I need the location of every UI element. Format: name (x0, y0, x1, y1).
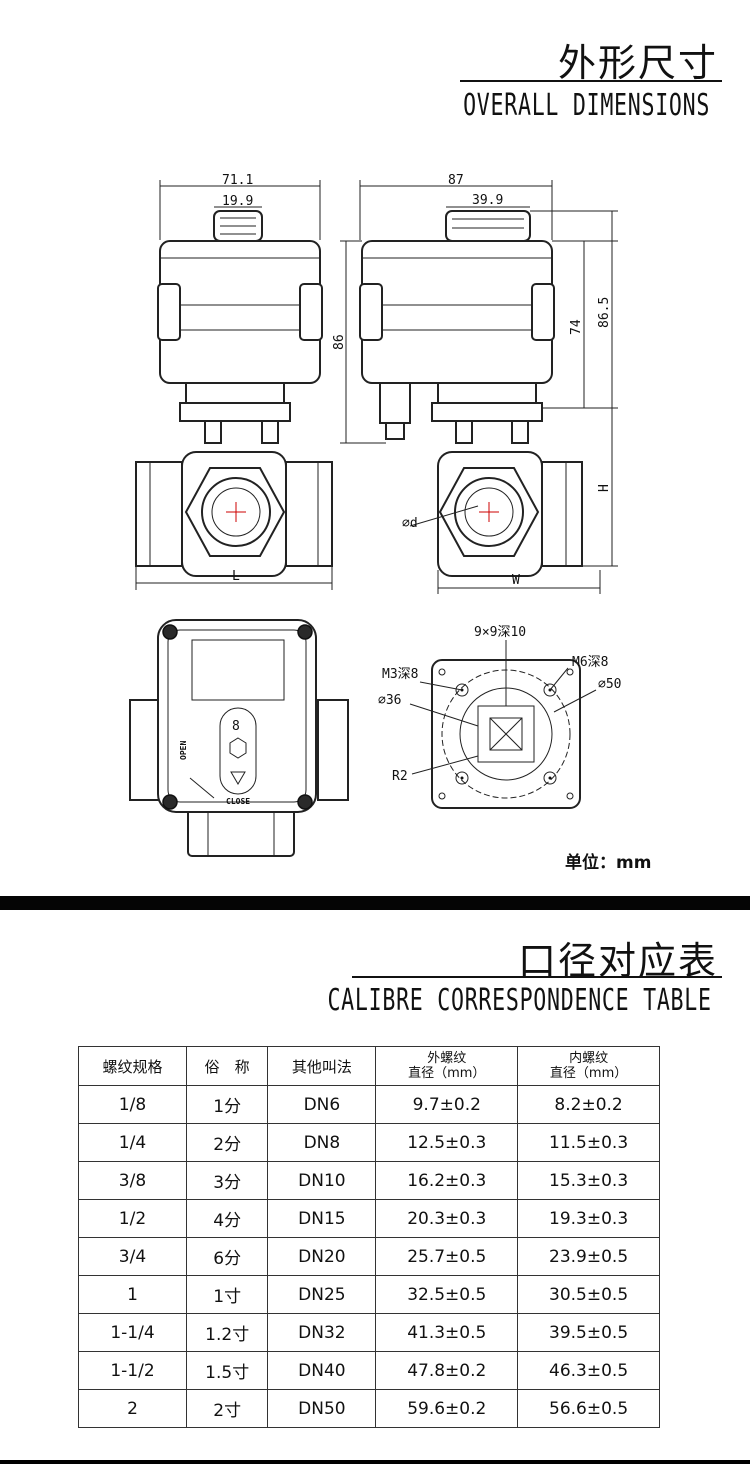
cell-external: 59.6±0.2 (375, 1389, 519, 1428)
header-thread-spec: 螺纹规格 (78, 1046, 187, 1086)
cell-common: 1分 (185, 1085, 269, 1124)
cell-external: 32.5±0.5 (375, 1275, 519, 1314)
cell-external: 9.7±0.2 (375, 1085, 519, 1124)
title-rule (460, 80, 722, 82)
header-external-diameter: 直径（mm） (408, 1066, 486, 1081)
dim-phi36: ⌀36 (378, 693, 401, 708)
unit-label: 单位：mm (565, 853, 652, 873)
header-external-thread-label: 外螺纹 (427, 1051, 467, 1066)
header-internal-diameter: 直径（mm） (549, 1066, 628, 1081)
calibre-title-cn: 口径对应表 (517, 939, 718, 983)
top-view: 8 OPEN CLOSE (129, 619, 349, 857)
cell-dn: DN50 (267, 1389, 377, 1428)
cell-common: 6分 (185, 1237, 269, 1276)
header-other-name: 其他叫法 (267, 1046, 377, 1086)
calibre-title-en: CALIBRE CORRESPONDENCE TABLE (327, 983, 712, 1018)
cell-common: 2寸 (185, 1389, 269, 1428)
cell-common: 1.5寸 (185, 1351, 269, 1390)
bottom-bar (0, 1460, 750, 1464)
cell-dn: DN15 (267, 1199, 377, 1238)
header-internal-thread: 内螺纹 直径（mm） (517, 1046, 660, 1086)
dim-side-stem: 39.9 (472, 193, 503, 208)
cell-internal: 39.5±0.5 (517, 1313, 660, 1352)
cell-thread: 3/4 (78, 1237, 187, 1276)
cell-dn: DN8 (267, 1123, 377, 1162)
header-internal-thread-label: 内螺纹 (569, 1051, 609, 1066)
flange-view: 9×9深10 M3深8 M6深8 ⌀36 ⌀50 R2 (378, 625, 621, 809)
table-header-row: 螺纹规格 俗 称 其他叫法 外螺纹 直径（mm） 内螺纹 直径（mm） (78, 1046, 660, 1086)
side-view: 87 39.9 ⌀d W (332, 173, 618, 594)
dimension-drawing: 71.1 19.9 L (129, 173, 621, 857)
cell-external: 12.5±0.3 (375, 1123, 519, 1162)
dim-74: 74 (569, 319, 584, 335)
dim-L: L (232, 569, 240, 584)
cell-external: 16.2±0.3 (375, 1161, 519, 1200)
cell-dn: DN25 (267, 1275, 377, 1314)
header-external-thread: 外螺纹 直径（mm） (375, 1046, 519, 1086)
overall-title-en: OVERALL DIMENSIONS (462, 88, 710, 123)
cell-dn: DN20 (267, 1237, 377, 1276)
cell-thread: 1/4 (78, 1123, 187, 1162)
cell-dn: DN32 (267, 1313, 377, 1352)
cell-common: 4分 (185, 1199, 269, 1238)
label-open: OPEN (179, 741, 188, 760)
cell-common: 1寸 (185, 1275, 269, 1314)
dim-side-width: 87 (448, 173, 464, 188)
dim-phi50: ⌀50 (598, 677, 621, 692)
cell-thread: 1/8 (78, 1085, 187, 1124)
cell-internal: 23.9±0.5 (517, 1237, 660, 1276)
cell-thread: 3/8 (78, 1161, 187, 1200)
cell-internal: 15.3±0.3 (517, 1161, 660, 1200)
cell-internal: 19.3±0.3 (517, 1199, 660, 1238)
cell-internal: 8.2±0.2 (517, 1085, 660, 1124)
dim-86-5: 86.5 (597, 297, 612, 328)
cell-internal: 11.5±0.3 (517, 1123, 660, 1162)
cell-thread: 1 (78, 1275, 187, 1314)
cell-thread: 1/2 (78, 1199, 187, 1238)
cell-thread: 2 (78, 1389, 187, 1428)
cell-internal: 56.6±0.5 (517, 1389, 660, 1428)
dim-m3: M3深8 (382, 667, 418, 682)
cell-external: 20.3±0.3 (375, 1199, 519, 1238)
dim-m6: M6深8 (572, 655, 608, 670)
overall-title-cn: 外形尺寸 (557, 41, 718, 85)
cell-thread: 1-1/2 (78, 1351, 187, 1390)
cell-dn: DN6 (267, 1085, 377, 1124)
cell-common: 2分 (185, 1123, 269, 1162)
dim-front-width: 71.1 (222, 173, 253, 188)
section-divider (0, 896, 750, 910)
dim-phi-d: ⌀d (402, 516, 418, 531)
cell-external: 41.3±0.5 (375, 1313, 519, 1352)
dim-H: H (597, 484, 612, 492)
cell-common: 1.2寸 (185, 1313, 269, 1352)
cell-dn: DN40 (267, 1351, 377, 1390)
cell-dn: DN10 (267, 1161, 377, 1200)
calibre-title-rule (352, 976, 722, 978)
dim-r2: R2 (392, 769, 408, 784)
label-8: 8 (232, 719, 240, 734)
dim-front-stem: 19.9 (222, 194, 253, 209)
cell-internal: 46.3±0.5 (517, 1351, 660, 1390)
cell-external: 25.7±0.5 (375, 1237, 519, 1276)
dim-W: W (512, 573, 520, 588)
dim-square: 9×9深10 (474, 625, 526, 640)
cell-common: 3分 (185, 1161, 269, 1200)
front-view: 71.1 19.9 L (135, 173, 333, 590)
dim-86: 86 (332, 334, 347, 350)
cell-external: 47.8±0.2 (375, 1351, 519, 1390)
cell-internal: 30.5±0.5 (517, 1275, 660, 1314)
label-close: CLOSE (226, 797, 250, 806)
header-common-name: 俗 称 (185, 1046, 269, 1086)
cell-thread: 1-1/4 (78, 1313, 187, 1352)
